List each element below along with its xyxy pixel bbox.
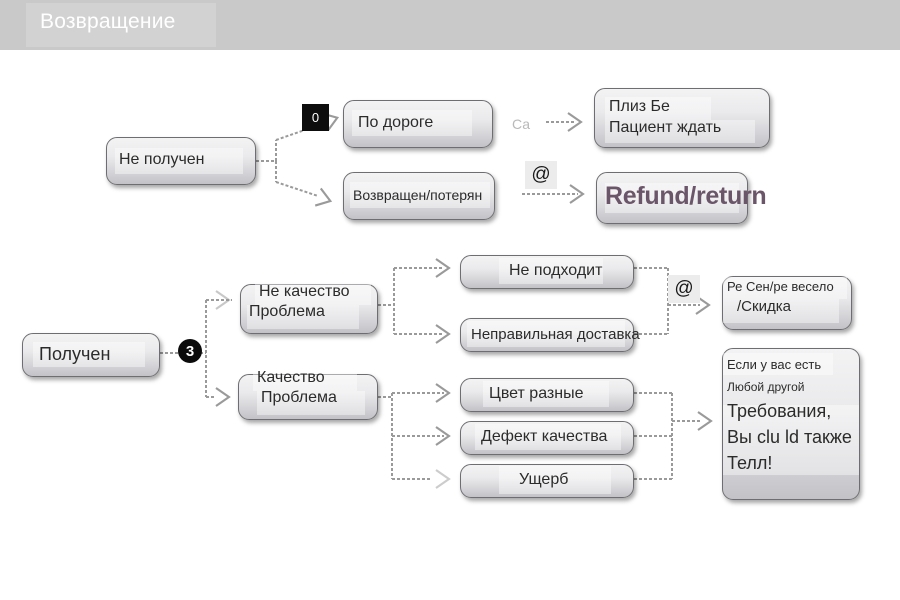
badge-count-zero: 0 — [302, 104, 329, 131]
node-label-line2: Проблема — [249, 303, 325, 320]
node-label-group: Ре Сен/ре весело /Скидка — [727, 279, 834, 315]
node-label: Неправильная доставка — [471, 326, 640, 343]
node-label-line1: Если у вас есть — [727, 357, 822, 372]
node-label-group: Качество Проблема — [257, 369, 337, 407]
node-label-line2: Проблема — [261, 389, 337, 406]
node-label: Не получен — [119, 151, 205, 168]
node-not-received[interactable]: Не получен — [106, 137, 256, 185]
node-label: Не подходит — [509, 262, 603, 279]
node-quality-problem[interactable]: Качество Проблема — [238, 367, 378, 420]
node-label-group: Плиз Бе Пациент ждать — [609, 98, 721, 137]
node-label-line1: Не качество — [259, 283, 350, 300]
node-other-requirements[interactable]: Если у вас есть Любой другой Требования,… — [722, 348, 860, 500]
node-label-line1: Ре Сен/ре весело — [727, 279, 834, 294]
page-title: Возвращение — [40, 10, 176, 33]
at-icon-refund: @ — [525, 161, 557, 189]
node-label: Цвет разные — [489, 385, 584, 402]
badge-count-three: 3 — [178, 339, 202, 363]
connector-quality-bus — [378, 382, 451, 490]
node-label-group: Не качество Проблема — [249, 283, 350, 321]
node-label-line2: /Скидка — [737, 298, 791, 315]
node-resend-discount[interactable]: Ре Сен/ре весело /Скидка — [722, 276, 852, 330]
node-refund-return[interactable]: Refund/return — [596, 172, 767, 224]
node-label: Получен — [39, 344, 111, 364]
page-header: Возвращение — [0, 0, 900, 50]
node-label-line1: Качество — [257, 369, 325, 386]
node-wrong-delivery[interactable]: Неправильная доставка — [460, 318, 640, 352]
connector-returned-refund — [522, 183, 585, 205]
node-label: Возвращен/потерян — [353, 187, 483, 203]
node-label: Refund/return — [605, 182, 767, 210]
node-quality-defect[interactable]: Дефект качества — [460, 421, 634, 455]
node-does-not-fit[interactable]: Не подходит — [460, 255, 634, 289]
node-label-line4: Вы clu ld также — [727, 427, 852, 447]
node-received[interactable]: Получен — [22, 333, 160, 377]
at-icon-resend: @ — [668, 275, 700, 303]
node-please-be-patient[interactable]: Плиз Бе Пациент ждать — [594, 88, 770, 148]
node-damage[interactable]: Ущерб — [460, 464, 634, 498]
node-label: Дефект качества — [481, 428, 608, 445]
node-label: По дороге — [358, 114, 434, 131]
node-label-line2: Любой другой — [727, 380, 805, 394]
node-color-different[interactable]: Цвет разные — [460, 378, 634, 412]
node-label: Ущерб — [519, 471, 569, 488]
connector-merge-requirements — [634, 392, 713, 480]
node-label-line1: Плиз Бе — [609, 98, 670, 115]
node-label-line3: Требования, — [727, 401, 832, 421]
node-label-group: Если у вас есть Любой другой Требования,… — [727, 357, 852, 474]
connector-nonquality-bus — [378, 257, 451, 345]
node-returned-lost[interactable]: Возвращен/потерян — [343, 172, 495, 220]
node-label-line5: Телл! — [727, 453, 773, 473]
title-highlight-band — [26, 3, 216, 47]
node-non-quality-problem[interactable]: Не качество Проблема — [240, 281, 378, 334]
node-on-the-way[interactable]: По дороге — [343, 100, 493, 148]
node-label-line2: Пациент ждать — [609, 119, 722, 136]
connector-ontheway-pleasewait — [546, 111, 583, 133]
connector-label-ca: Са — [512, 116, 531, 132]
